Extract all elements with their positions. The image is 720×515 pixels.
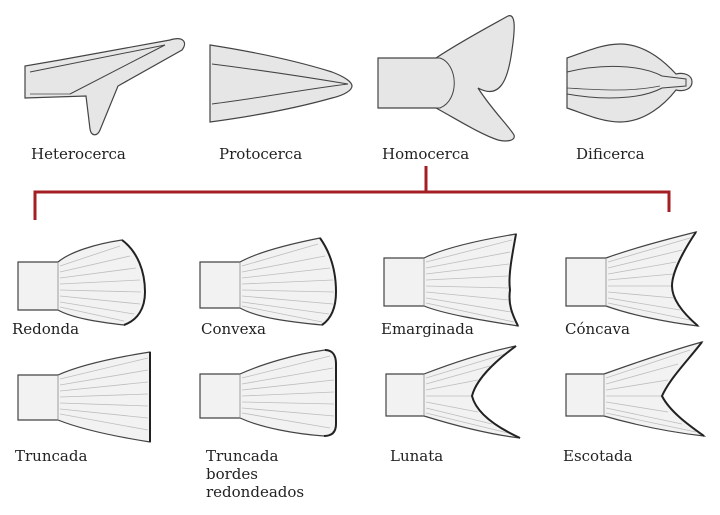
homocerca-fin [377, 15, 515, 142]
truncada-fin [17, 351, 151, 443]
label-heterocerca: Heterocerca [31, 145, 126, 163]
label-truncada: Truncada [15, 447, 88, 465]
label-dificerca: Dificerca [576, 145, 645, 163]
label-line-3: redondeados [206, 483, 305, 501]
truncada-bordes-redondeados-fin [199, 349, 337, 437]
label-concava: Cóncava [565, 320, 630, 338]
concava-fin [565, 231, 700, 327]
label-escotada: Escotada [563, 447, 633, 465]
convexa-fin [199, 237, 338, 326]
label-emarginada: Emarginada [381, 320, 474, 338]
redonda-fin [17, 239, 147, 326]
escotada-fin [565, 340, 707, 437]
label-lunata: Lunata [390, 447, 444, 465]
label-homocerca: Homocerca [382, 145, 470, 163]
label-convexa: Convexa [201, 320, 266, 338]
label-truncada-bordes-redondeados: Truncada bordes redondeados [206, 447, 326, 501]
label-protocerca: Protocerca [219, 145, 303, 163]
heterocerca-fin [24, 38, 186, 136]
dificerca-fin [566, 43, 693, 123]
lunata-fin [385, 345, 521, 439]
homocerca-connector [33, 166, 671, 220]
label-line-2: bordes [206, 465, 258, 483]
label-redonda: Redonda [12, 320, 80, 338]
emarginada-fin [383, 233, 520, 327]
label-line-1: Truncada [206, 447, 279, 465]
protocerca-fin [209, 44, 353, 123]
